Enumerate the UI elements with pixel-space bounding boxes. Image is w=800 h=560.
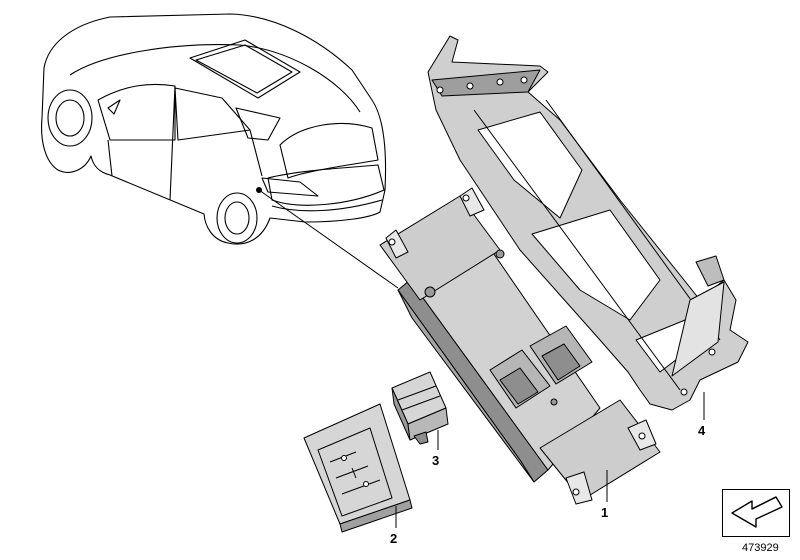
small-cover: [303, 403, 413, 533]
navigation-arrow-icon[interactable]: [722, 489, 790, 537]
car-outline: [41, 13, 387, 245]
callout-part1: 1: [601, 505, 609, 520]
callout-part2: 2: [390, 531, 398, 546]
bracket-frame: [427, 35, 749, 411]
callout-part4: 4: [698, 423, 706, 438]
document-number: 473929: [742, 542, 779, 554]
callout-leaders: [395, 392, 705, 528]
connector-block: [391, 371, 449, 445]
callout-part3: 3: [432, 453, 440, 468]
leader-line: [258, 189, 399, 289]
control-unit: [379, 187, 661, 505]
